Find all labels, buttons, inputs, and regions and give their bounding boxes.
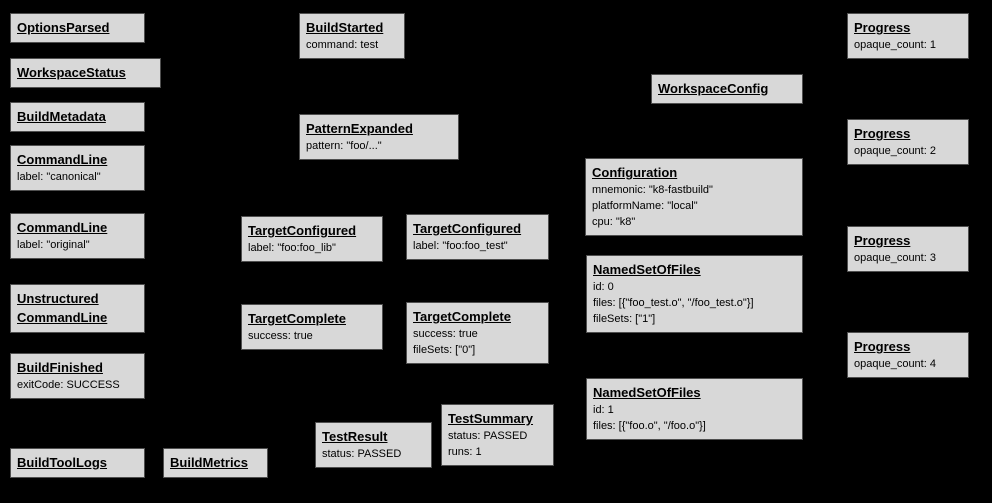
node-title: TestResult <box>322 429 388 444</box>
node-field: status: PASSED <box>322 448 402 460</box>
node-title: BuildFinished <box>17 360 103 375</box>
node-progress-2: Progress opaque_count: 2 <box>847 119 969 165</box>
node-field: success: true <box>413 328 478 340</box>
node-field: pattern: "foo/..." <box>306 140 382 152</box>
node-field: label: "foo:foo_lib" <box>248 242 336 254</box>
node-field: fileSets: ["0"] <box>413 344 476 356</box>
node-title: WorkspaceConfig <box>658 81 769 96</box>
node-progress-4: Progress opaque_count: 4 <box>847 332 969 378</box>
node-field: fileSets: ["1"] <box>593 313 656 325</box>
node-field: command: test <box>306 39 379 51</box>
node-command-line-canonical: CommandLine label: "canonical" <box>10 145 145 191</box>
node-field: runs: 1 <box>448 446 482 458</box>
node-title: TargetComplete <box>248 311 346 326</box>
node-title: NamedSetOfFiles <box>593 385 701 400</box>
node-configuration: Configuration mnemonic: "k8-fastbuild" p… <box>585 158 803 236</box>
node-title: TestSummary <box>448 411 534 426</box>
node-field: success: true <box>248 330 313 342</box>
node-title: Progress <box>854 126 911 141</box>
node-field: opaque_count: 3 <box>854 252 936 264</box>
node-title: PatternExpanded <box>306 121 413 136</box>
node-title: TargetComplete <box>413 309 511 324</box>
node-workspace-config: WorkspaceConfig <box>651 74 803 104</box>
node-title: BuildStarted <box>306 20 384 35</box>
node-title: TargetConfigured <box>413 221 522 236</box>
node-field: cpu: "k8" <box>592 216 636 228</box>
node-title: Progress <box>854 233 911 248</box>
node-progress-1: Progress opaque_count: 1 <box>847 13 969 59</box>
node-title: NamedSetOfFiles <box>593 262 701 277</box>
node-build-metrics: BuildMetrics <box>163 448 268 478</box>
node-test-result: TestResult status: PASSED <box>315 422 432 468</box>
node-field: files: [{"foo_test.o", "/foo_test.o"}] <box>593 297 754 309</box>
node-build-metadata: BuildMetadata <box>10 102 145 132</box>
node-field: label: "foo:foo_test" <box>413 240 508 252</box>
node-field: opaque_count: 1 <box>854 39 936 51</box>
node-title: OptionsParsed <box>17 20 110 35</box>
node-pattern-expanded: PatternExpanded pattern: "foo/..." <box>299 114 459 160</box>
node-field: opaque_count: 2 <box>854 145 936 157</box>
node-field: files: [{"foo.o", "/foo.o"}] <box>593 420 706 432</box>
node-field: id: 0 <box>593 281 614 293</box>
node-named-set-of-files-0: NamedSetOfFiles id: 0 files: [{"foo_test… <box>586 255 803 333</box>
node-build-started: BuildStarted command: test <box>299 13 405 59</box>
node-title: BuildMetrics <box>170 455 249 470</box>
node-field: id: 1 <box>593 404 614 416</box>
node-test-summary: TestSummary status: PASSED runs: 1 <box>441 404 554 466</box>
node-title: CommandLine <box>17 152 108 167</box>
node-unstructured-command-line: Unstructured CommandLine <box>10 284 145 333</box>
node-title: WorkspaceStatus <box>17 65 126 80</box>
node-build-finished: BuildFinished exitCode: SUCCESS <box>10 353 145 399</box>
node-target-configured-foo-lib: TargetConfigured label: "foo:foo_lib" <box>241 216 383 262</box>
node-title: Configuration <box>592 165 678 180</box>
node-field: label: "canonical" <box>17 171 101 183</box>
node-build-tool-logs: BuildToolLogs <box>10 448 145 478</box>
node-command-line-original: CommandLine label: "original" <box>10 213 145 259</box>
node-workspace-status: WorkspaceStatus <box>10 58 161 88</box>
node-title: BuildMetadata <box>17 109 106 124</box>
node-field: label: "original" <box>17 239 90 251</box>
node-field: opaque_count: 4 <box>854 358 936 370</box>
node-named-set-of-files-1: NamedSetOfFiles id: 1 files: [{"foo.o", … <box>586 378 803 440</box>
node-title: TargetConfigured <box>248 223 357 238</box>
node-options-parsed: OptionsParsed <box>10 13 145 43</box>
node-progress-3: Progress opaque_count: 3 <box>847 226 969 272</box>
node-target-configured-foo-test: TargetConfigured label: "foo:foo_test" <box>406 214 549 260</box>
node-title: Progress <box>854 339 911 354</box>
node-field: mnemonic: "k8-fastbuild" <box>592 184 713 196</box>
node-field: platformName: "local" <box>592 200 698 212</box>
node-title: CommandLine <box>17 220 108 235</box>
node-title: Progress <box>854 20 911 35</box>
node-field: status: PASSED <box>448 430 528 442</box>
node-target-complete-foo-lib: TargetComplete success: true <box>241 304 383 350</box>
node-title: BuildToolLogs <box>17 455 108 470</box>
node-title: Unstructured CommandLine <box>17 291 108 325</box>
node-target-complete-foo-test: TargetComplete success: true fileSets: [… <box>406 302 549 364</box>
node-field: exitCode: SUCCESS <box>17 379 120 391</box>
